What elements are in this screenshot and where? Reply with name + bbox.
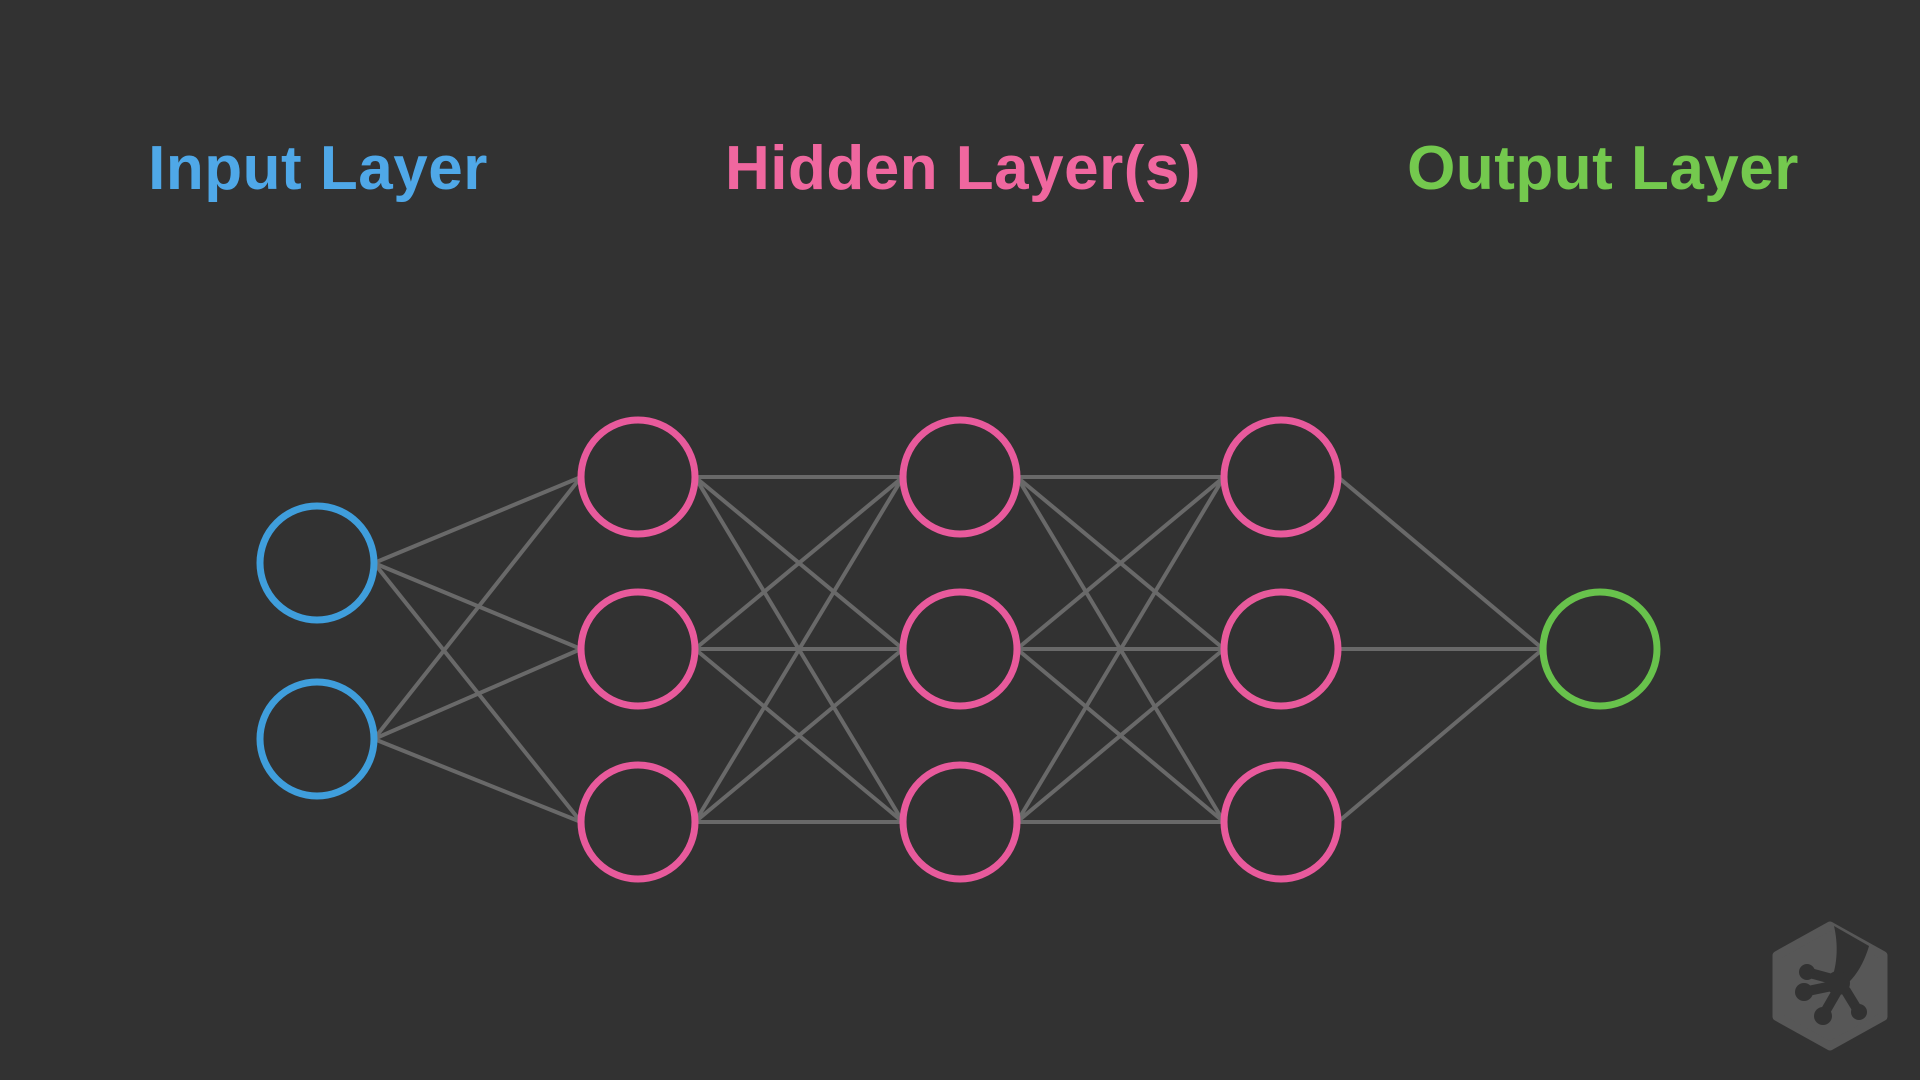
edge-hidden-1-to-hidden-2 — [693, 475, 905, 824]
hidden-3-node-2 — [1220, 588, 1342, 710]
edges-group — [372, 475, 1545, 824]
input-layer-label: Input Layer — [148, 134, 488, 203]
edge-hidden-2-to-hidden-3 — [1015, 475, 1226, 824]
hidden-1-node-3 — [577, 761, 699, 883]
input-node-1 — [256, 502, 378, 624]
hidden-3-node-3 — [1220, 761, 1342, 883]
output-node-1 — [1539, 588, 1661, 710]
edge-hidden-1-to-hidden-2 — [693, 647, 905, 824]
hidden-2-node-2 — [899, 588, 1021, 710]
hidden-1-node-2 — [577, 588, 699, 710]
edge-hidden-2-to-hidden-3 — [1015, 647, 1226, 824]
edge-input-to-hidden-1 — [373, 475, 582, 565]
edge-hidden-2-to-hidden-3 — [1015, 475, 1226, 651]
hidden-3-node-1 — [1220, 416, 1342, 538]
edge-input-to-hidden-1 — [373, 737, 582, 824]
hidden-1-node-1 — [577, 416, 699, 538]
hidden-layer-label: Hidden Layer(s) — [724, 134, 1202, 203]
edge-input-to-hidden-1 — [373, 647, 582, 741]
edge-hidden-3-to-output — [1336, 647, 1545, 824]
nodes-group — [256, 416, 1661, 883]
input-node-2 — [256, 678, 378, 800]
hidden-2-node-1 — [899, 416, 1021, 538]
edge-hidden-3-to-output — [1336, 475, 1545, 651]
edge-input-to-hidden-1 — [372, 475, 583, 741]
output-layer-label: Output Layer — [1407, 134, 1799, 203]
frog-foot-icon — [1795, 926, 1869, 1025]
treehouse-logo — [1772, 921, 1888, 1051]
edge-hidden-1-to-hidden-2 — [693, 475, 905, 651]
hidden-2-node-3 — [899, 761, 1021, 883]
